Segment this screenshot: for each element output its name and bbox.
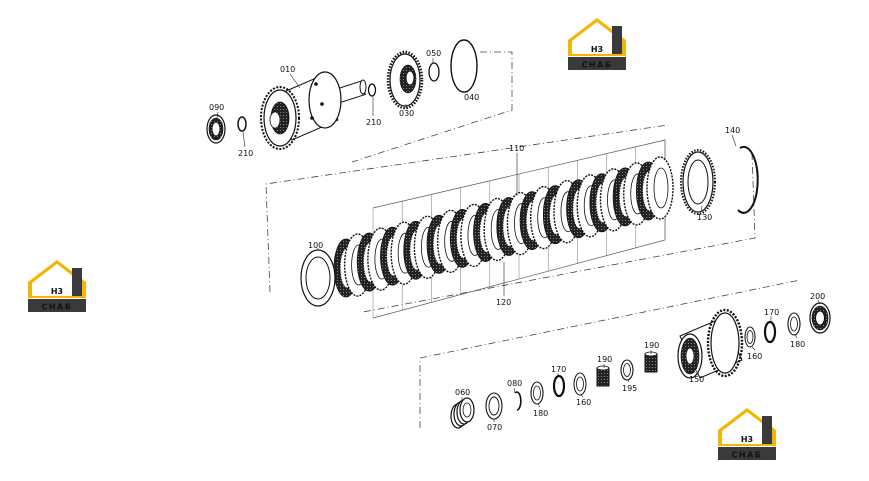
callout-070: 070 bbox=[487, 423, 502, 432]
washer-160-right bbox=[744, 326, 756, 348]
callout-140: 140 bbox=[725, 126, 740, 135]
washer-070 bbox=[485, 392, 503, 420]
snap-ring-170-right bbox=[763, 320, 777, 344]
callout-170-left: 170 bbox=[551, 365, 566, 374]
svg-text:CHAБ: CHAБ bbox=[42, 303, 73, 312]
callout-090: 090 bbox=[209, 103, 224, 112]
needle-bearing-190-right bbox=[644, 351, 658, 373]
callout-195: 195 bbox=[622, 384, 637, 393]
svg-text:H3: H3 bbox=[591, 45, 603, 54]
callout-050: 050 bbox=[426, 49, 441, 58]
callout-130: 130 bbox=[697, 213, 712, 222]
callout-labels: 010 090 210 210 030 050 040 110 140 130 … bbox=[209, 49, 825, 432]
assembly-frame-lines bbox=[265, 51, 801, 428]
leader-lines bbox=[216, 58, 821, 422]
callout-170-right: 170 bbox=[764, 308, 779, 317]
callout-030: 030 bbox=[399, 109, 414, 118]
callout-120: 120 bbox=[496, 298, 511, 307]
needle-bearing-190-left bbox=[596, 365, 610, 387]
callout-190-left: 190 bbox=[597, 355, 612, 364]
callout-190-right: 190 bbox=[644, 341, 659, 350]
seal-ring-040 bbox=[450, 39, 478, 93]
snap-ring-210-left bbox=[237, 116, 247, 132]
washer-180-left bbox=[530, 381, 544, 405]
callout-180-right: 180 bbox=[790, 340, 805, 349]
spring-060 bbox=[450, 397, 475, 429]
svg-text:CHAБ: CHAБ bbox=[732, 451, 763, 460]
callout-180-left: 180 bbox=[533, 409, 548, 418]
piston-030 bbox=[386, 50, 424, 110]
callout-160-left: 160 bbox=[576, 398, 591, 407]
callout-160-right: 160 bbox=[747, 352, 762, 361]
washer-160-left bbox=[573, 372, 587, 396]
plate-bore bbox=[653, 167, 669, 209]
callout-040: 040 bbox=[464, 93, 479, 102]
callout-210-right: 210 bbox=[366, 118, 381, 127]
end-plate-130 bbox=[680, 149, 716, 215]
callout-200: 200 bbox=[810, 292, 825, 301]
callout-100: 100 bbox=[308, 241, 323, 250]
svg-text:H3: H3 bbox=[51, 287, 63, 296]
clutch-plates-110-120 bbox=[333, 140, 674, 318]
snap-ring-080 bbox=[514, 391, 522, 411]
o-ring-050 bbox=[428, 62, 440, 82]
spacer-195 bbox=[620, 359, 634, 381]
callout-150: 150 bbox=[689, 375, 704, 384]
end-plate-100 bbox=[300, 249, 336, 307]
callout-110: 110 bbox=[509, 144, 524, 153]
washer-180-right bbox=[787, 312, 801, 336]
snap-ring-210-right bbox=[367, 83, 377, 97]
callout-210-left: 210 bbox=[238, 149, 253, 158]
snap-ring-140 bbox=[737, 145, 759, 214]
svg-text:H3: H3 bbox=[741, 435, 753, 444]
gear-150 bbox=[677, 308, 744, 379]
callout-060: 060 bbox=[455, 388, 470, 397]
bearing-090 bbox=[206, 114, 226, 144]
callout-010: 010 bbox=[280, 65, 295, 74]
drum-assembly-010 bbox=[260, 71, 367, 150]
callout-080: 080 bbox=[507, 379, 522, 388]
bearing-200 bbox=[809, 302, 831, 334]
snap-ring-170-left bbox=[552, 374, 566, 398]
svg-text:CHAБ: CHAБ bbox=[582, 61, 613, 70]
